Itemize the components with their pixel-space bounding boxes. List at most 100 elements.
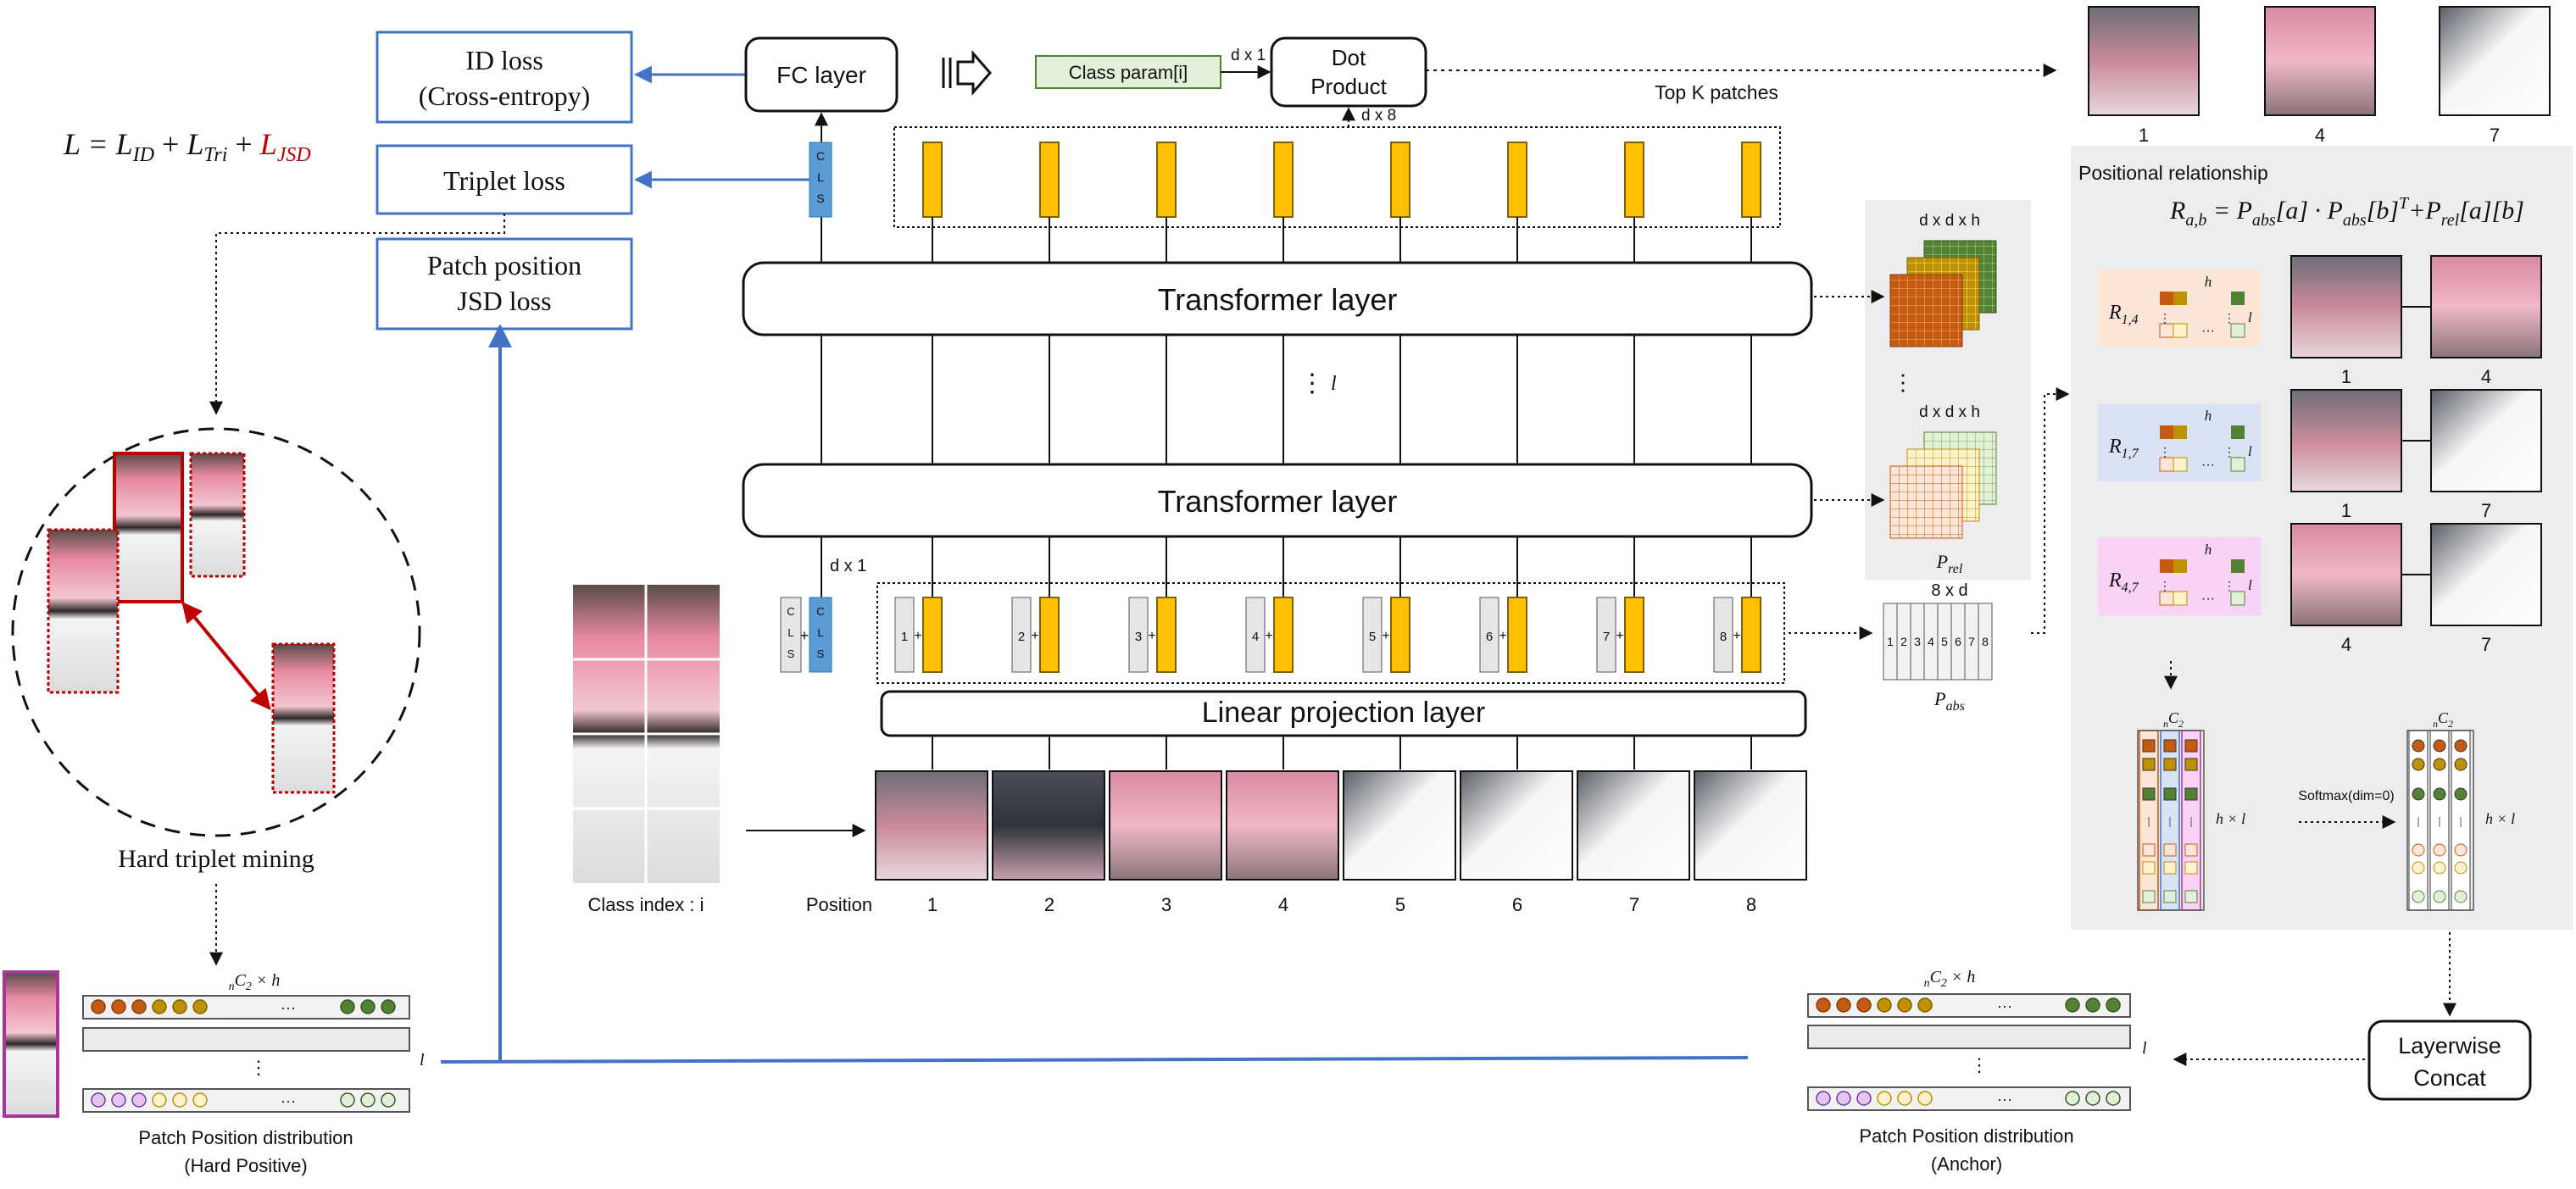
cell-gold xyxy=(2173,292,2187,305)
hp-title-line2: (Hard Positive) xyxy=(184,1155,307,1176)
cell-lgold xyxy=(2173,591,2188,606)
svg-text:L: L xyxy=(787,626,793,639)
patch-embedding-3 xyxy=(1156,597,1177,673)
matrix-dot xyxy=(2433,861,2446,875)
anchor-title-line2: (Anchor) xyxy=(1931,1153,2002,1175)
matrix-dot xyxy=(2454,787,2468,801)
dot-product-line2: Product xyxy=(1310,74,1387,99)
row-h: h xyxy=(2205,542,2212,558)
position-embedding-4 xyxy=(1245,597,1266,673)
hp-row-top-dots: ··· xyxy=(281,999,296,1016)
output-token-1 xyxy=(922,142,943,218)
matrix-header: nC2 xyxy=(2163,709,2184,730)
anchor-l-label: l xyxy=(2142,1039,2147,1058)
svg-text:S: S xyxy=(817,647,825,660)
row-dots: ··· xyxy=(2201,458,2215,472)
layerwise-concat-box: Layerwise Concat xyxy=(2367,1020,2532,1101)
input-token-5: 5+ xyxy=(1362,597,1410,673)
cell-lgreen xyxy=(2230,591,2245,606)
matrix-cell xyxy=(2184,861,2198,875)
row-vdots-left: ⋮ xyxy=(2159,311,2171,325)
top-k-image-7 xyxy=(2439,6,2551,116)
transformer-top-label: Transformer layer xyxy=(1158,282,1398,317)
top-k-image-4 xyxy=(2264,6,2376,116)
linear-projection-layer: Linear projection layer xyxy=(880,690,1807,737)
matrix-cell xyxy=(2163,890,2177,903)
cell-gold xyxy=(2173,559,2187,573)
top-k-id-7: 7 xyxy=(2490,125,2500,146)
output-token-6 xyxy=(1507,142,1527,218)
softmax-label: Softmax(dim=0) xyxy=(2298,789,2394,803)
dist-dot xyxy=(1897,1091,1912,1106)
row-label: R1,7 xyxy=(2108,436,2139,461)
dist-dot-green xyxy=(2106,1091,2121,1106)
svg-text:C: C xyxy=(787,605,794,618)
linear-projection-label: Linear projection layer xyxy=(1202,697,1486,729)
input-patches xyxy=(875,770,1807,881)
patch-image-4 xyxy=(1226,770,1339,881)
cell-green xyxy=(2231,425,2245,439)
cell-lorange xyxy=(2159,323,2174,338)
dist-dot xyxy=(1877,1091,1892,1106)
cell-orange xyxy=(2160,292,2173,305)
pair-id-a: 1 xyxy=(2341,366,2351,387)
dist-dot xyxy=(1836,1091,1851,1106)
position-embedding-label-3: 3 xyxy=(1135,630,1142,644)
matrix-frame xyxy=(2406,730,2474,911)
patch-embedding-6 xyxy=(1507,597,1527,673)
transformer-bottom-label: Transformer layer xyxy=(1158,484,1398,519)
class-index-label: Class index : i xyxy=(588,894,704,915)
position-embedding-label-7: 7 xyxy=(1603,630,1610,644)
pabs-to-relationship-connector xyxy=(2031,387,2070,634)
matrix-dot xyxy=(2412,787,2425,801)
anchor-row-top-dots: ··· xyxy=(1997,997,2012,1014)
jsd-horizontal-line xyxy=(440,1056,1749,1064)
fc-layer-box: FC layer xyxy=(744,36,899,113)
dist-dot-green xyxy=(360,999,376,1014)
dist-dot xyxy=(91,1092,106,1108)
matrix-cell xyxy=(2142,861,2156,875)
output-token-7 xyxy=(1624,142,1644,218)
input-tokens: 1+2+3+4+5+6+7+8+ xyxy=(894,597,1761,673)
matrix-cell xyxy=(2163,787,2177,801)
maps-vdots: ⋮ xyxy=(1892,369,1914,395)
row-l: l xyxy=(2248,577,2252,593)
layer-count-l: l xyxy=(1331,373,1337,395)
anchor-title-line1: Patch Position distribution xyxy=(1859,1125,2073,1147)
dist-dot xyxy=(192,999,208,1014)
svg-text:S: S xyxy=(787,647,795,660)
layer-stack-dots: ⋮ xyxy=(1299,369,1325,397)
cell-orange xyxy=(2160,559,2173,573)
hard-positive-image xyxy=(3,970,59,1118)
matrix-header: nC2 xyxy=(2433,709,2453,730)
dim-8-by-d: 8 x d xyxy=(1931,581,1967,600)
anchor-row-bottom-dots: ··· xyxy=(1997,1091,2012,1108)
plus-sign-1: + xyxy=(914,629,921,643)
dim-d-by-8: d x 8 xyxy=(1361,107,1396,125)
matrix-dot xyxy=(2454,739,2468,753)
triplet-to-mining-connector xyxy=(209,214,505,415)
input-token-3: 3+ xyxy=(1128,597,1177,673)
dim-ddh-top: d x d x h xyxy=(1919,212,1980,230)
jsd-loss-subtitle: JSD loss xyxy=(457,286,551,316)
p-abs-cell-label-6: 6 xyxy=(1955,635,1961,648)
triplet-loss-label: Triplet loss xyxy=(443,165,565,196)
position-number-6: 6 xyxy=(1512,894,1522,915)
dist-dot xyxy=(1897,997,1912,1013)
token-flow-lines xyxy=(821,217,1752,770)
hp-row-middle xyxy=(82,1027,410,1052)
hard-triplet-label: Hard triplet mining xyxy=(118,845,314,873)
matrix-cell xyxy=(2163,861,2177,875)
matrix-cell xyxy=(2142,843,2156,857)
matrix-dot xyxy=(2412,739,2425,753)
matrix-dot xyxy=(2454,758,2468,771)
transformer-layer-bottom: Transformer layer xyxy=(742,463,1813,538)
patch-image-8 xyxy=(1694,770,1807,881)
input-person-image xyxy=(573,585,720,883)
id-loss-subtitle: (Cross-entropy) xyxy=(419,81,591,111)
cell-gold xyxy=(2173,425,2187,439)
input-token-2: 2+ xyxy=(1011,597,1060,673)
matrix-size-label: h × l xyxy=(2216,810,2245,827)
